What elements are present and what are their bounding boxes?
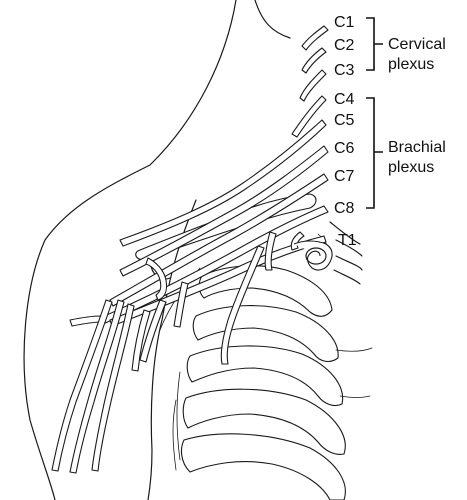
root-labels: C1 C2 C3 C4 C5 C6 C7 C8 T1 — [334, 14, 357, 249]
root-label: T1 — [338, 232, 357, 249]
root-label: C1 — [334, 14, 355, 31]
cervical-bracket — [366, 17, 383, 71]
root-label: C7 — [334, 168, 355, 185]
root-label: C4 — [334, 91, 355, 108]
brachial-plexus-label: Brachial plexus — [388, 139, 450, 176]
cervical-plexus-label: Cervical plexus — [388, 36, 450, 73]
rib-cage — [172, 265, 373, 500]
root-label: C6 — [334, 140, 355, 157]
root-label: C3 — [334, 62, 355, 79]
root-label: C5 — [334, 112, 355, 129]
nerve-bundle — [51, 25, 333, 474]
root-label: C8 — [334, 200, 355, 217]
root-label: C2 — [334, 37, 355, 54]
brachial-bracket — [366, 97, 383, 209]
